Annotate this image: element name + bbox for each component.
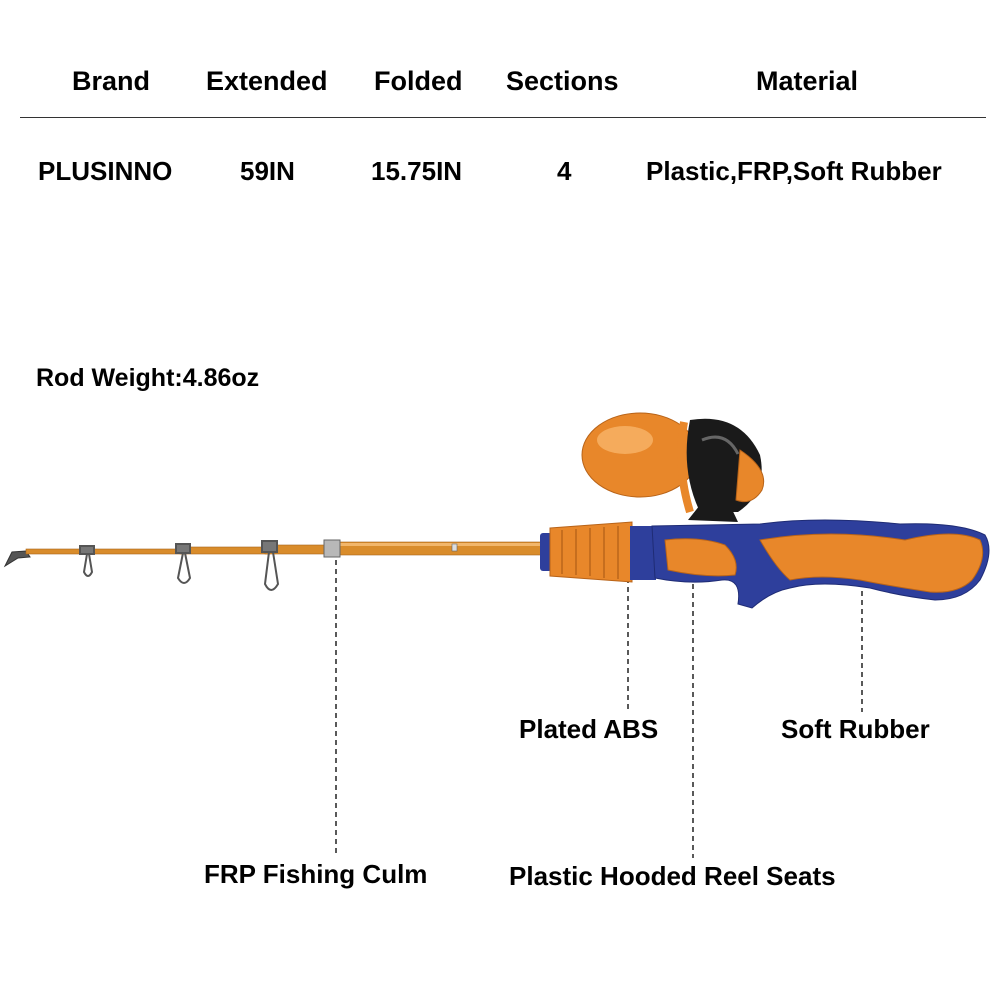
- spincast-reel: [581, 412, 765, 522]
- line-guides: [79, 540, 280, 591]
- header-folded: Folded: [374, 66, 463, 96]
- value-folded: 15.75IN: [371, 156, 463, 186]
- header-extended: Extended: [206, 66, 328, 96]
- value-material: Plastic,FRP,Soft Rubber: [646, 156, 942, 186]
- callout-reel-seats: Plastic Hooded Reel Seats: [509, 861, 836, 891]
- rod-weight-label: Rod Weight:4.86oz: [36, 364, 260, 392]
- table-divider: [20, 117, 986, 118]
- callout-leaders: [335, 548, 863, 858]
- value-extended: 59IN: [240, 156, 295, 186]
- value-brand: PLUSINNO: [38, 156, 173, 186]
- header-brand: Brand: [72, 66, 151, 96]
- fore-grip: [540, 521, 656, 583]
- handle: [651, 519, 990, 609]
- callout-plated-abs: Plated ABS: [519, 714, 659, 744]
- callout-soft-rubber: Soft Rubber: [781, 714, 930, 744]
- header-sections: Sections: [506, 66, 619, 96]
- header-material: Material: [756, 66, 859, 96]
- callout-frp-culm: FRP Fishing Culm: [204, 859, 428, 889]
- value-sections: 4: [557, 156, 572, 186]
